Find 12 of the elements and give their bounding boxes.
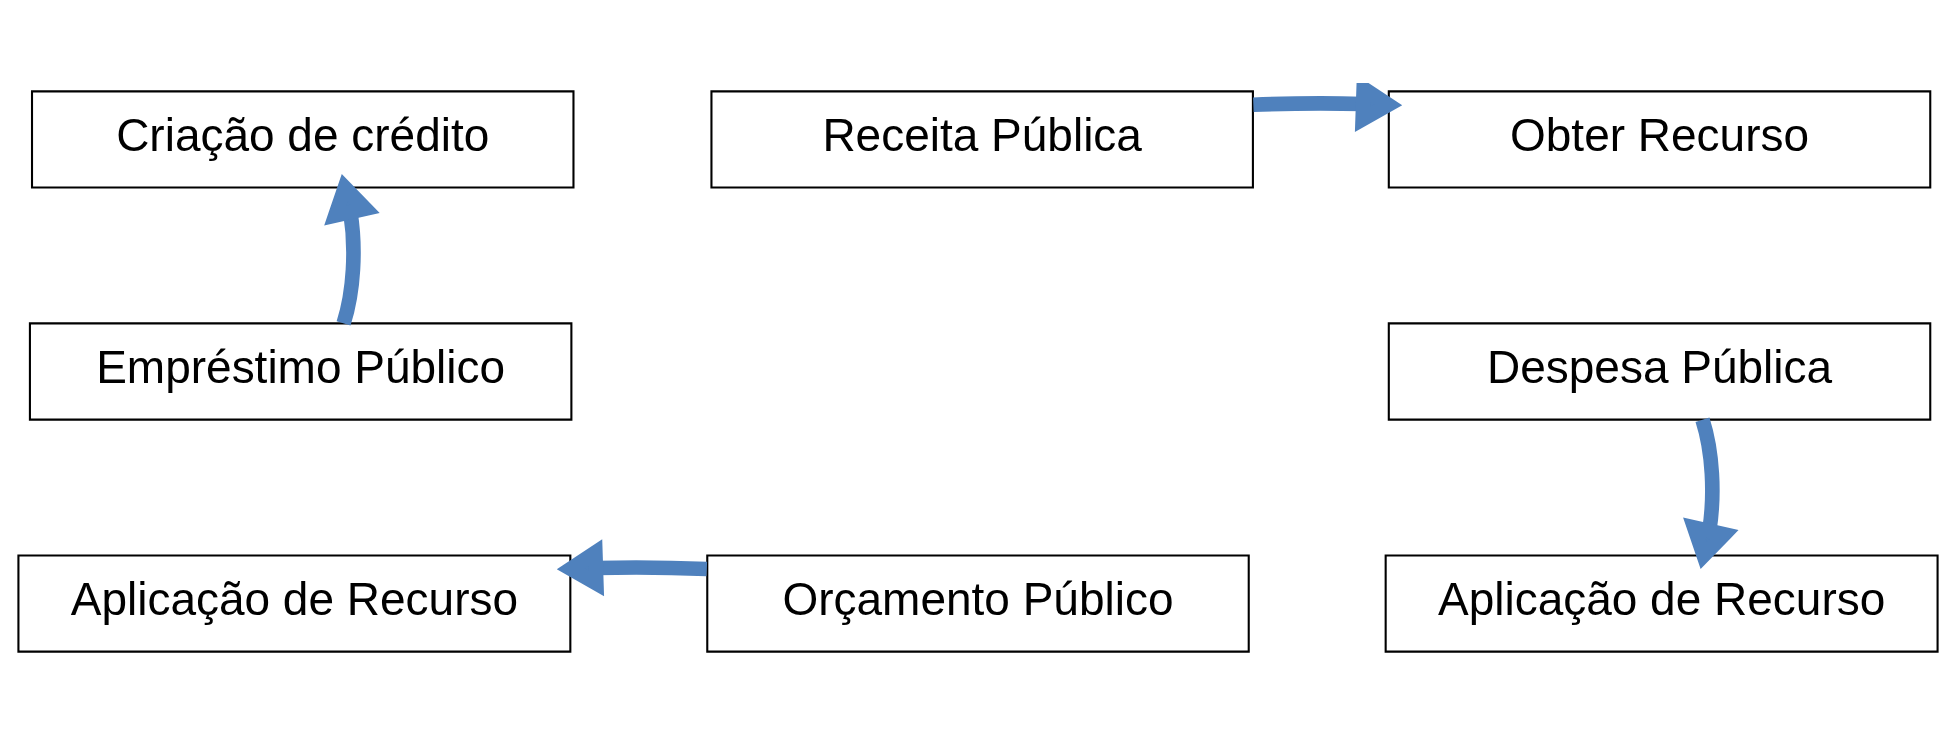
node-box: Receita Pública: [709, 90, 1254, 189]
arrow: [1682, 417, 1739, 570]
arrow: [1252, 83, 1402, 133]
node-box: Orçamento Público: [705, 554, 1250, 653]
arrow: [323, 174, 380, 326]
node-box: Empréstimo Público: [28, 322, 572, 421]
arrow: [556, 539, 707, 597]
node-box: Obter Recurso: [1387, 90, 1931, 189]
node-box: Criação de crédito: [30, 90, 574, 189]
node-box: Despesa Pública: [1387, 322, 1931, 421]
node-box: Aplicação de Recurso: [16, 554, 571, 653]
node-box: Aplicação de Recurso: [1384, 554, 1939, 653]
